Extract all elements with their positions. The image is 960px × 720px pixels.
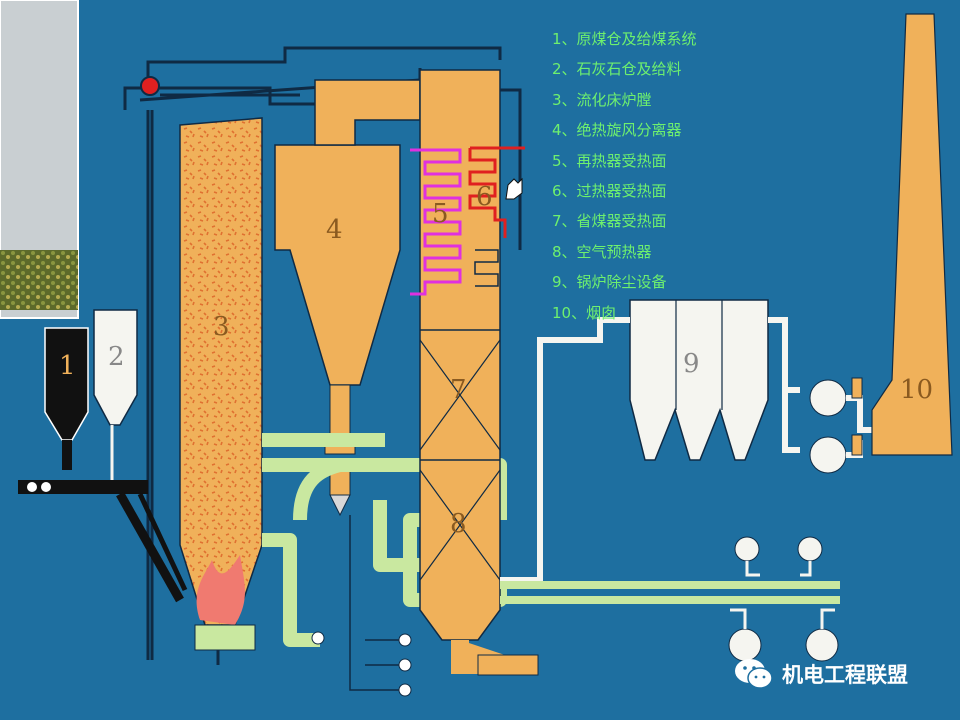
legend-item: 7、省煤器受热面	[552, 212, 667, 231]
bottom-valves	[311, 515, 412, 697]
label-6: 6	[476, 182, 493, 212]
flue-duct	[500, 317, 630, 583]
label-3: 3	[213, 312, 230, 342]
legend-item: 2、石灰石仓及给料	[552, 60, 682, 79]
reheater-coils	[410, 148, 462, 296]
watermark: 机电工程联盟	[734, 656, 908, 692]
coal-feeder	[18, 480, 148, 494]
legend-item: 8、空气预热器	[552, 242, 652, 261]
limestone-bin	[93, 309, 138, 426]
induced-draft-fans	[809, 377, 872, 474]
legend-item: 1、原煤仓及给煤系统	[552, 30, 697, 48]
label-4: 4	[326, 215, 343, 245]
legend-item: 5、再热器受热面	[552, 151, 667, 170]
steam-drum	[140, 76, 160, 96]
photo-panel	[0, 0, 79, 319]
economizer-coils	[474, 249, 499, 287]
coal-bin	[44, 327, 89, 441]
legend: 1、原煤仓及给煤系统 2、石灰石仓及给料 3、流化床炉膛 4、绝热旋风分离器 5…	[552, 24, 697, 328]
furnace	[179, 117, 263, 626]
label-5: 5	[432, 199, 449, 229]
legend-item: 6、过热器受热面	[552, 182, 667, 201]
legend-item: 3、流化床炉膛	[552, 90, 652, 109]
legend-item: 10、烟囱	[552, 303, 617, 322]
label-10: 10	[900, 375, 933, 405]
wechat-icon	[735, 659, 773, 689]
label-7: 7	[450, 375, 467, 405]
label-9: 9	[683, 349, 700, 379]
legend-item: 4、绝热旋风分离器	[552, 121, 682, 140]
label-1: 1	[59, 351, 76, 381]
dust-collector	[629, 299, 769, 461]
watermark-text: 机电工程联盟	[782, 663, 908, 687]
cyclone-separator	[274, 144, 401, 386]
chimney	[871, 13, 953, 456]
flame	[196, 555, 245, 625]
label-8: 8	[450, 509, 467, 539]
primary-air-fans	[500, 536, 840, 662]
label-2: 2	[108, 342, 125, 372]
cyclone-outlet-duct	[314, 79, 421, 146]
hand-cursor-icon	[505, 177, 523, 200]
legend-item: 9、锅炉除尘设备	[552, 273, 667, 292]
superheater-coils	[468, 146, 525, 238]
